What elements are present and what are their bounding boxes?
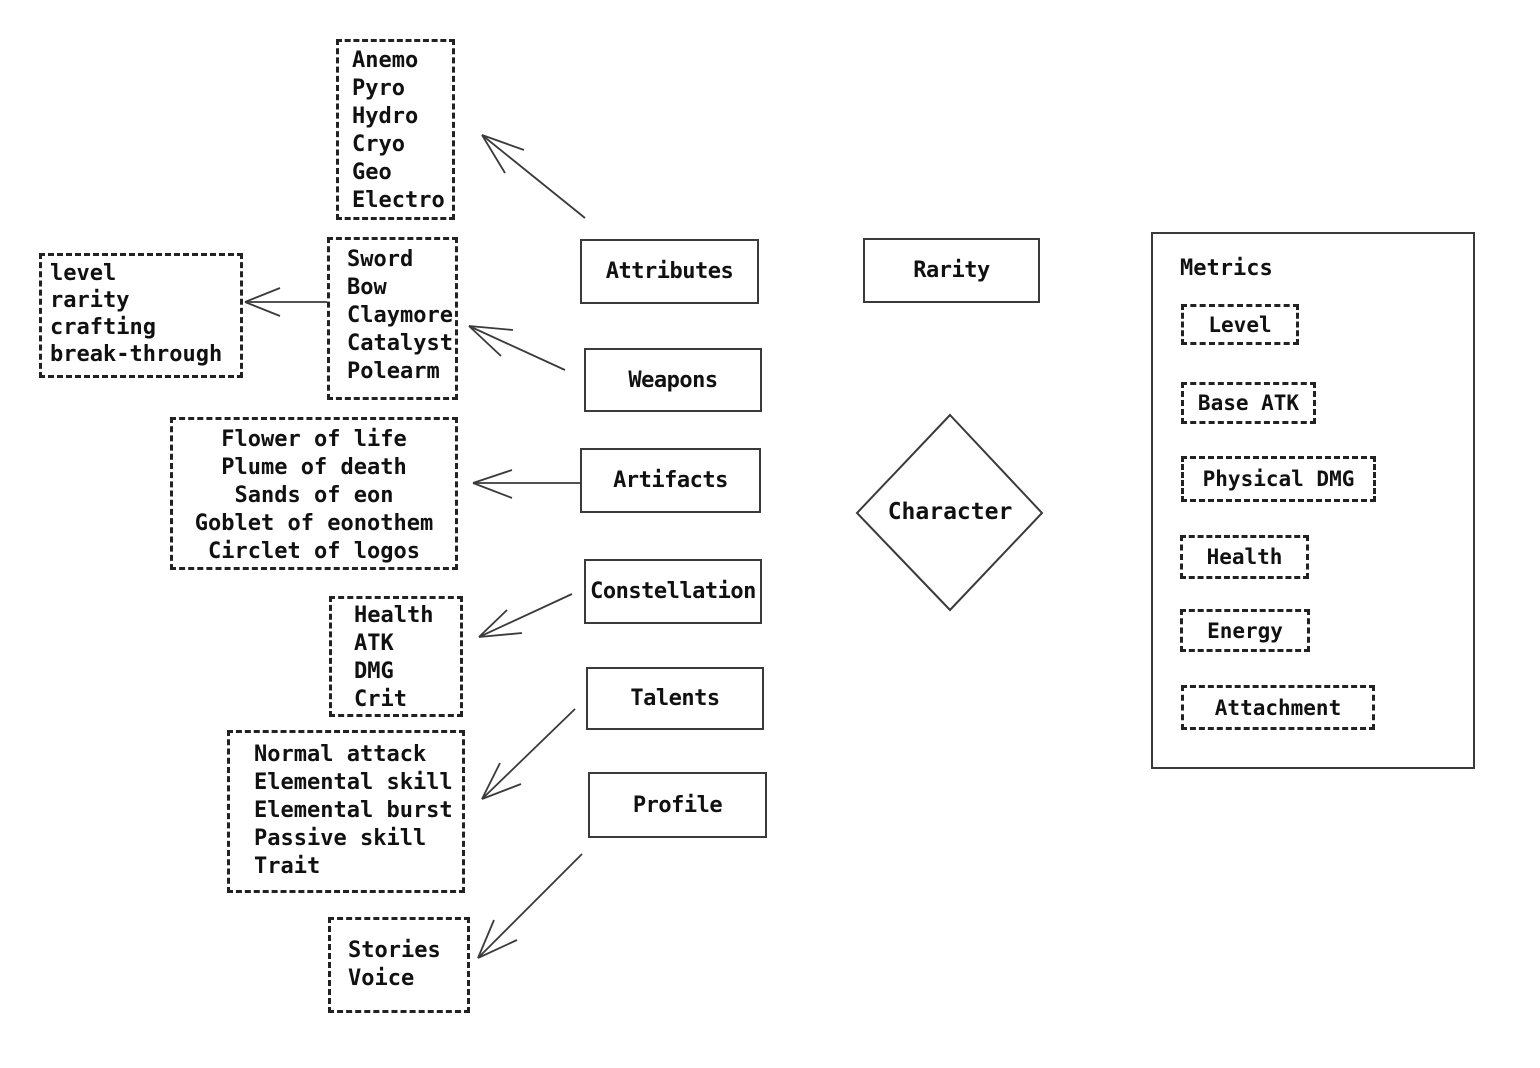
metrics-panel: Metrics Level Base ATK Physical DMG Heal… bbox=[1151, 232, 1475, 769]
arrow-attributes-to-elements bbox=[481, 134, 586, 219]
metric-item-base-atk: Base ATK bbox=[1181, 382, 1316, 424]
arrow-weapon-types-to-weapon-meta bbox=[244, 287, 327, 317]
node-attributes: Attributes bbox=[580, 239, 759, 304]
node-profile-items-list: Stories Voice bbox=[328, 917, 470, 1013]
node-weapons: Weapons bbox=[584, 348, 762, 412]
node-talents: Talents bbox=[586, 667, 764, 730]
arrow-talents-to-talent-types bbox=[481, 708, 576, 800]
node-rarity: Rarity bbox=[863, 238, 1040, 303]
node-constellation-effects-list: Health ATK DMG Crit bbox=[329, 596, 463, 717]
metric-item-health: Health bbox=[1180, 535, 1309, 579]
node-talent-types-list: Normal attack Elemental skill Elemental … bbox=[227, 730, 465, 893]
arrow-constellation-to-effects bbox=[478, 593, 573, 638]
node-weapon-meta-list: level rarity crafting break-through bbox=[39, 253, 243, 378]
node-constellation: Constellation bbox=[584, 559, 762, 624]
metric-item-attachment: Attachment bbox=[1181, 685, 1375, 730]
node-artifact-slots-list: Flower of life Plume of death Sands of e… bbox=[170, 417, 458, 570]
metric-item-level: Level bbox=[1181, 304, 1299, 345]
node-character-label: Character bbox=[887, 499, 1013, 525]
arrow-weapons-to-weapon-types bbox=[468, 325, 566, 371]
arrow-artifacts-to-artifact-slots bbox=[472, 469, 580, 499]
node-elements-list: Anemo Pyro Hydro Cryo Geo Electro bbox=[336, 39, 455, 220]
arrow-profile-to-profile-items bbox=[477, 853, 583, 959]
node-profile: Profile bbox=[588, 772, 767, 838]
node-weapon-types-list: Sword Bow Claymore Catalyst Polearm bbox=[327, 237, 458, 400]
metric-item-physical-dmg: Physical DMG bbox=[1181, 456, 1376, 502]
node-artifacts: Artifacts bbox=[580, 448, 761, 513]
metric-item-energy: Energy bbox=[1180, 609, 1310, 652]
metrics-panel-title: Metrics bbox=[1180, 256, 1273, 281]
